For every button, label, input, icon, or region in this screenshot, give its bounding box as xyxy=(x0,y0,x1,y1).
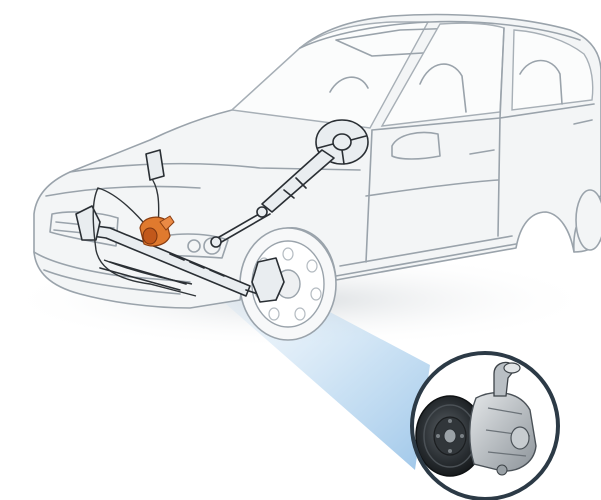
power-steering-pump-icon xyxy=(415,361,537,477)
pressure-hose xyxy=(92,187,197,297)
fluid-reservoir xyxy=(145,149,165,181)
inset-ring xyxy=(410,351,560,500)
power-steering-pump-highlight xyxy=(139,215,175,247)
steering-system xyxy=(75,119,369,303)
pump-inset xyxy=(410,351,560,500)
steering-knuckle xyxy=(251,257,285,303)
rear-wheel xyxy=(573,189,601,253)
steering-wheel xyxy=(315,119,369,165)
